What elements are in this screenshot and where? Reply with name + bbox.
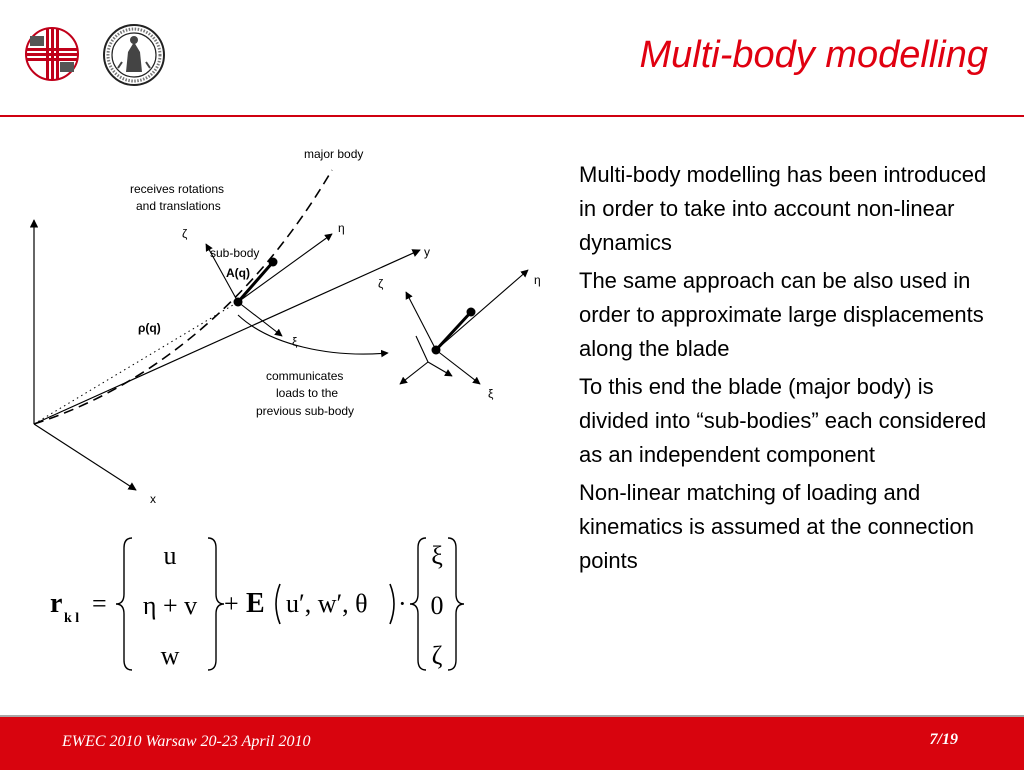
label-eta-2: η	[534, 273, 541, 287]
multibody-diagram: major body receives rotations and transl…	[29, 147, 541, 506]
xi-axis-line	[435, 349, 481, 385]
eq-matrix-e: E	[246, 588, 265, 619]
label-major-body: major body	[304, 147, 363, 161]
footer-event: EWEC 2010 Warsaw 20-23 April 2010	[62, 733, 311, 750]
eq-dot: ·	[398, 589, 407, 618]
label-communicates-1: communicates	[266, 369, 343, 383]
bullet-list: Multi-body modelling has been introduced…	[579, 158, 999, 582]
node-point	[466, 307, 476, 317]
label-y-axis: y	[424, 245, 430, 259]
sub-body-segment	[236, 261, 275, 303]
local-axis-line	[415, 335, 429, 363]
label-eta-1: η	[338, 221, 345, 235]
cross-logo-icon	[25, 27, 79, 81]
local-axis-line	[427, 361, 453, 377]
eq-args: u′, w′, θ	[286, 589, 368, 618]
xi-axis-line	[237, 301, 283, 337]
label-communicates-2: loads to the	[276, 386, 338, 400]
bullet-item: To this end the blade (major body) is di…	[579, 374, 987, 467]
eq-vector2-row3: ζ	[432, 641, 443, 670]
position-vector-dotted	[33, 301, 239, 425]
eta-axis-line	[237, 233, 333, 303]
eq-plus: +	[224, 589, 239, 618]
logo-graphics	[25, 24, 165, 86]
label-communicates-3: previous sub-body	[256, 404, 354, 418]
eq-open-paren	[275, 583, 281, 625]
eq-left-brace-2	[409, 537, 427, 671]
sub-body-frame-2	[399, 269, 529, 385]
sub-body-segment	[434, 310, 473, 352]
eq-vector1-row1: u	[164, 541, 177, 570]
communicates-arrow	[237, 314, 389, 358]
eq-vector2-row1: ξ	[431, 541, 443, 570]
page-number: 7/19	[929, 731, 958, 748]
eq-lhs-subscript: k l	[64, 611, 79, 626]
kinematics-equation: r k l = u η + v w + E u′, w′, θ · ξ 0 ζ	[50, 537, 465, 671]
y-axis-line	[33, 249, 421, 425]
label-sub-body: sub-body	[210, 246, 259, 260]
bullet-item: Non-linear matching of loading and kinem…	[579, 480, 974, 573]
eq-left-brace	[115, 537, 133, 671]
major-body-curve	[33, 169, 333, 425]
eq-close-paren	[389, 583, 395, 625]
sub-body-frame-1	[205, 233, 333, 337]
bullet-item: The same approach can be also used in or…	[579, 268, 984, 361]
label-a-q: A(q)	[226, 266, 250, 280]
eq-right-brace-2	[447, 537, 465, 671]
slide-title: Multi-body modelling	[639, 34, 989, 76]
eq-lhs-r: r	[50, 588, 62, 619]
eq-right-brace	[207, 537, 225, 671]
label-rho-q: ρ(q)	[138, 321, 161, 335]
bullet-item: Multi-body modelling has been introduced…	[579, 162, 987, 255]
footer-bar: EWEC 2010 Warsaw 20-23 April 2010 7/19	[0, 715, 1024, 770]
global-axes	[29, 219, 421, 491]
institution-logos	[22, 22, 172, 92]
label-xi-1: ξ	[292, 335, 298, 349]
eq-equals: =	[92, 589, 107, 618]
label-x-axis: x	[150, 492, 156, 506]
zeta-axis-line	[405, 291, 437, 351]
local-axis-line	[399, 361, 429, 385]
x-axis-line	[33, 423, 137, 491]
eq-vector1-row3: w	[161, 641, 180, 670]
zeta-axis-line	[205, 243, 239, 303]
eq-vector1-row2: η + v	[143, 591, 197, 620]
eq-vector2-row2: 0	[431, 591, 444, 620]
title-divider	[0, 115, 1024, 117]
label-xi-2: ξ	[488, 387, 494, 401]
label-zeta-2: ζ	[378, 277, 384, 291]
label-zeta-1: ζ	[182, 227, 188, 241]
node-point	[268, 257, 278, 267]
label-receives-line-1: receives rotations	[130, 182, 224, 196]
label-receives-line-2: and translations	[136, 199, 221, 213]
eta-axis-line	[435, 269, 529, 351]
seal-logo-icon	[103, 24, 165, 86]
